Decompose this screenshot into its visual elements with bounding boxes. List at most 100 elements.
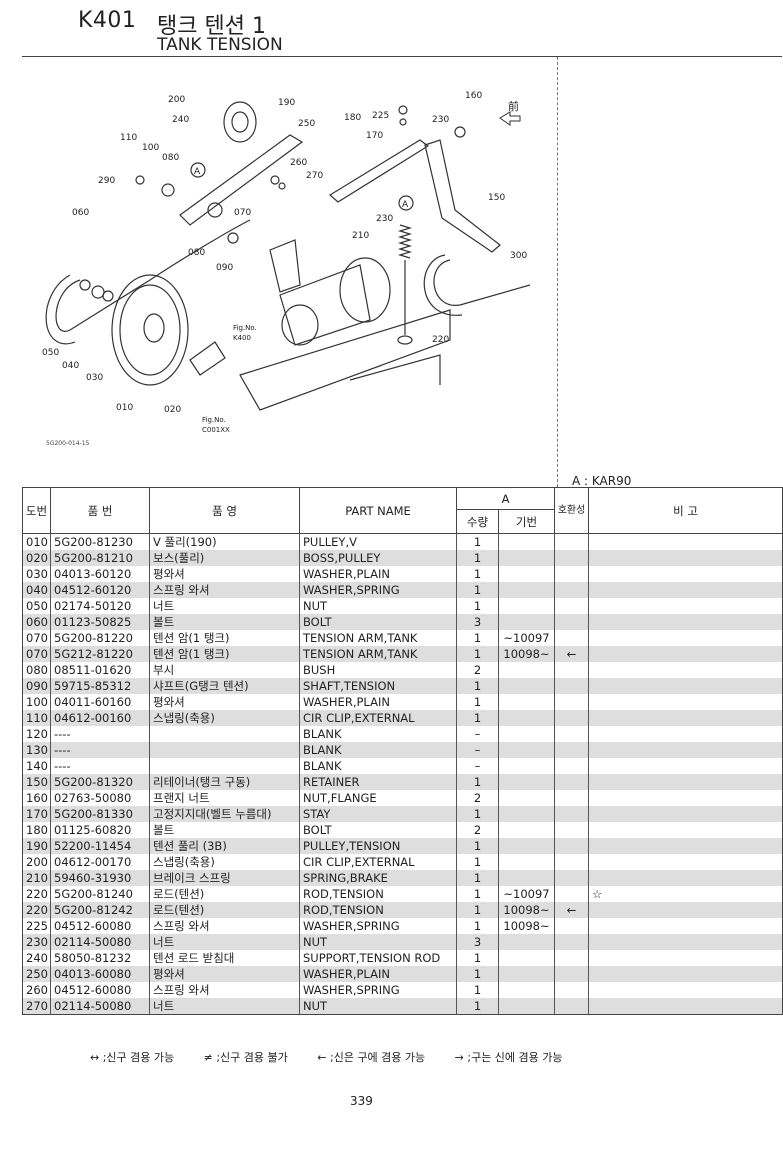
table-row: 140----BLANK– [22, 758, 783, 774]
row-qty: 1 [456, 566, 499, 582]
row-remark [588, 902, 783, 918]
col-header-qty: 수량 [456, 509, 499, 534]
row-qty: 1 [456, 630, 499, 646]
row-remark [588, 822, 783, 838]
row-compat [554, 694, 589, 710]
row-part-no: ---- [50, 742, 150, 758]
col-header-serial: 기번 [498, 509, 555, 534]
row-compat [554, 566, 589, 582]
diagram-label: 050 [42, 348, 59, 358]
row-part-name: WASHER,PLAIN [299, 566, 457, 582]
row-compat: ← [554, 902, 589, 918]
row-qty: 1 [456, 598, 499, 614]
row-part-name: SHAFT,TENSION [299, 678, 457, 694]
row-no: 250 [22, 966, 51, 982]
row-no: 130 [22, 742, 51, 758]
row-serial: 10098~ [498, 646, 555, 662]
row-serial: 10098~ [498, 902, 555, 918]
row-no: 190 [22, 838, 51, 854]
row-compat [554, 726, 589, 742]
row-part-no: 04512-60080 [50, 982, 150, 998]
row-qty: 1 [456, 998, 499, 1015]
row-qty: – [456, 742, 499, 758]
diagram-label: 225 [372, 111, 389, 121]
diagram-label: 170 [366, 131, 383, 141]
row-no: 180 [22, 822, 51, 838]
row-part-no: 04013-60120 [50, 566, 150, 582]
row-compat [554, 854, 589, 870]
row-serial [498, 982, 555, 998]
compat-legend: ↔ ;신구 겸용 가능 ≠ ;신구 겸용 불가 ← ;신은 구에 겸용 가능 →… [90, 1049, 589, 1065]
row-serial [498, 662, 555, 678]
row-serial [498, 598, 555, 614]
row-remark [588, 838, 783, 854]
row-part-name: SUPPORT,TENSION ROD [299, 950, 457, 966]
diagram-divider [557, 57, 558, 487]
row-no: 210 [22, 870, 51, 886]
row-part-name: BOLT [299, 822, 457, 838]
row-no: 040 [22, 582, 51, 598]
row-part-name: BLANK [299, 742, 457, 758]
row-serial [498, 870, 555, 886]
row-compat [554, 822, 589, 838]
row-compat [554, 533, 589, 550]
col-header-remarks: 비 고 [588, 487, 783, 534]
row-remark [588, 550, 783, 566]
row-part-name: WASHER,SPRING [299, 582, 457, 598]
row-serial [498, 694, 555, 710]
row-compat: ← [554, 646, 589, 662]
row-qty: 1 [456, 870, 499, 886]
row-serial [498, 566, 555, 582]
row-name-ko: 프랜지 너트 [149, 790, 300, 806]
row-qty: 1 [456, 806, 499, 822]
row-qty: 1 [456, 950, 499, 966]
row-qty: 1 [456, 694, 499, 710]
diagram-label: A [402, 200, 409, 210]
row-qty: 3 [456, 934, 499, 950]
row-name-ko [149, 758, 300, 774]
row-part-no: 04013-60080 [50, 966, 150, 982]
row-name-ko: 너트 [149, 598, 300, 614]
row-name-ko: 볼트 [149, 822, 300, 838]
diagram-label: 090 [216, 263, 233, 273]
row-part-name: CIR CLIP,EXTERNAL [299, 710, 457, 726]
row-serial: ~10097 [498, 886, 555, 902]
row-part-name: NUT,FLANGE [299, 790, 457, 806]
row-serial [498, 678, 555, 694]
row-compat [554, 598, 589, 614]
row-part-no: 5G212-81220 [50, 646, 150, 662]
diagram-label: 300 [510, 251, 527, 261]
row-name-ko: 고정지지대(벨트 누름대) [149, 806, 300, 822]
row-serial [498, 614, 555, 630]
row-no: 220 [22, 886, 51, 902]
row-qty: 1 [456, 646, 499, 662]
row-remark [588, 790, 783, 806]
diagram-label: 110 [120, 133, 137, 143]
row-part-no: 5G200-81242 [50, 902, 150, 918]
row-serial [498, 790, 555, 806]
col-header-part-name: PART NAME [299, 487, 457, 534]
row-part-no: ---- [50, 758, 150, 774]
row-part-no: 5G200-81240 [50, 886, 150, 902]
row-compat [554, 918, 589, 934]
row-name-ko: 보스(풀리) [149, 550, 300, 566]
row-part-name: TENSION ARM,TANK [299, 630, 457, 646]
row-part-name: WASHER,PLAIN [299, 966, 457, 982]
diagram-label: 060 [72, 208, 89, 218]
row-remark [588, 646, 783, 662]
col-header-name-ko: 품 영 [149, 487, 300, 534]
row-qty: – [456, 726, 499, 742]
table-row: 120----BLANK– [22, 726, 783, 742]
row-compat [554, 790, 589, 806]
row-part-name: ROD,TENSION [299, 886, 457, 902]
